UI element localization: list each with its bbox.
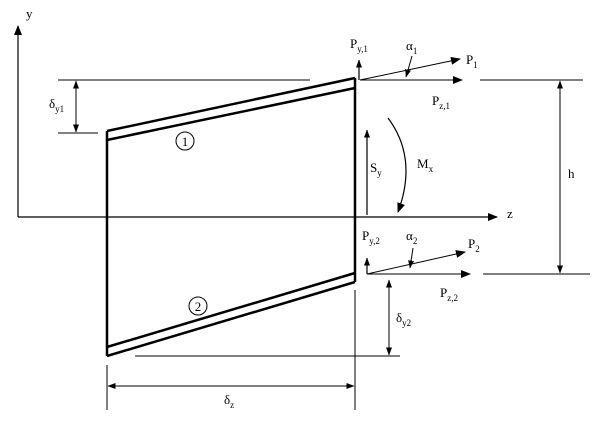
alpha1-label: α1 [406,38,417,56]
y-axis-label: y [26,6,33,21]
top-flange-inner [106,86,356,142]
flange-2-number: 2 [195,299,202,314]
alpha1-pointer [405,55,413,78]
dy1-label: δy1 [49,96,64,114]
p2-label: P2 [468,236,480,254]
z-axis-label: z [507,206,513,221]
alpha2-label: α2 [406,228,417,246]
bottom-flange-outer [106,280,356,358]
py2-label: Py,2 [362,228,380,246]
sy-label: Sy [370,160,382,178]
alpha2-pointer [408,247,415,269]
flange-2-marker: 2 [188,296,208,316]
mx-moment-arc [387,117,407,213]
p1-label: P1 [466,52,478,70]
p2-arrow [366,250,466,275]
pz2-label: Pz,2 [440,285,458,303]
flange-1-marker: 1 [175,131,195,151]
py1-label: Py,1 [350,36,368,54]
top-flange-outer [106,76,356,133]
dz-label: δz [224,392,234,410]
mx-label: Mx [417,156,434,174]
h-label: h [568,166,575,181]
bottom-flange-inner [106,271,356,349]
flange-1-number: 1 [182,134,189,149]
dy2-label: δy2 [396,310,411,328]
pz1-label: Pz,1 [432,93,450,111]
